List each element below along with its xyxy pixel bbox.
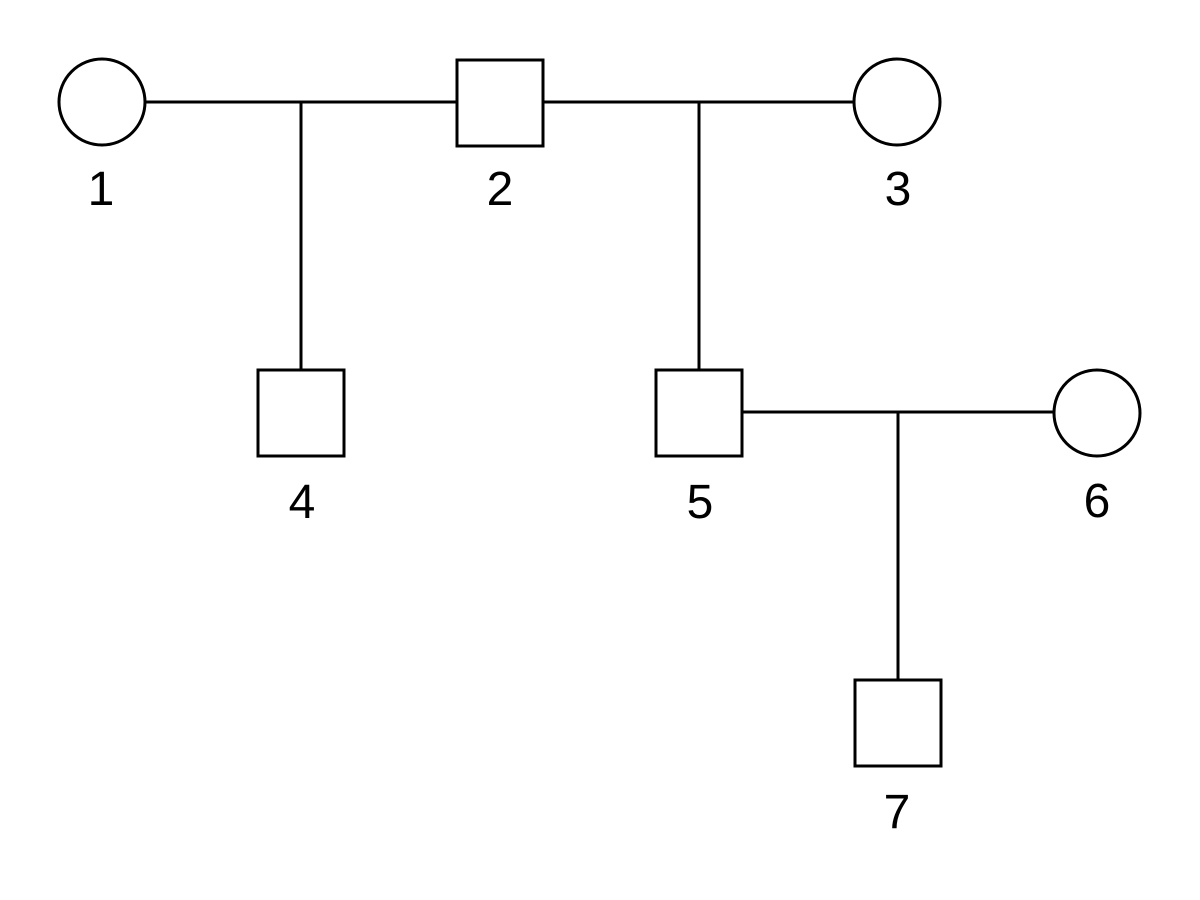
female-symbol-1 (57, 57, 147, 147)
female-symbol-3 (852, 57, 942, 147)
individual-label-6: 6 (1084, 475, 1111, 528)
individual-label-3: 3 (885, 163, 912, 216)
male-symbol-4 (256, 368, 346, 458)
individual-label-4: 4 (289, 476, 316, 529)
individual-label-7: 7 (884, 786, 911, 839)
individual-label-1: 1 (88, 163, 115, 216)
male-symbol-5 (654, 368, 744, 458)
individual-label-5: 5 (687, 476, 714, 529)
female-symbol-6 (1052, 368, 1142, 458)
male-symbol-7 (853, 678, 943, 768)
individual-label-2: 2 (487, 163, 514, 216)
male-symbol-2 (455, 58, 545, 148)
